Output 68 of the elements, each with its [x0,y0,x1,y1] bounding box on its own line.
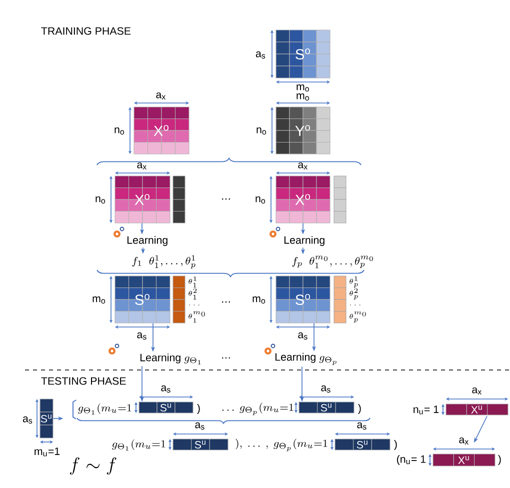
dimension-label: a$_{s}$ [357,422,366,430]
dimension-label: a$_{s}$ [137,332,146,340]
node-label: S$^{u}$ [160,403,171,412]
dimension-label: n$_{o}$ [114,127,124,135]
function-label: $\ldots\ g_{\Theta_p}(m_u{=}1$ [222,402,294,416]
dimension-label: m$_{o}$ [296,93,309,101]
vector-bar: X$^{u}$ [432,454,496,466]
parameter-label: $\theta_1^{m_0}$ [188,311,205,323]
vector-bar: S$^{u}$ [334,438,390,450]
node-label: S$^{o}$ [296,294,310,305]
dimension-label: (n$_{u}$= 1 [397,455,426,465]
matrix: Y$^{o}$ [276,106,330,154]
dimension-label: a$_{x}$ [298,162,308,170]
ellipsis: … [222,357,230,359]
parameter-label: $\ldots$ [189,304,200,306]
dimension-label: m$_{o}$ [252,296,266,304]
parameter-label: $\theta_p^2$ [350,288,358,300]
parameter-label: $\theta_p^1$ [350,276,358,288]
parameter-label: $\ldots$ [350,304,360,306]
dimension-label: a$_{x}$ [459,437,469,445]
parameter-label: $\theta_p^{m_0}$ [350,311,366,323]
function-label: $),\ \ldots\ ,\ g_{\Theta_p}(m_u{=}1$ [236,438,328,452]
dimension-label: a$_{s}$ [256,51,266,59]
learning-label: Learning [127,236,168,246]
dimension-label: n$_{o}$ [256,196,266,204]
ellipsis: … [222,301,230,303]
learning-label: $\textrm{Learning}\ g_{\Theta_1}$ [140,353,201,365]
matrix: S$^{o}$ [276,276,330,324]
section-title: TRAINING PHASE [41,27,131,35]
matrix: X$^{o}$ [114,176,170,224]
vector-bar: S$^{u}$ [40,398,54,438]
dimension-label: a$_{s}$ [195,422,204,430]
learning-label: $\textrm{Learning}\ g_{\Theta_p}$ [275,352,336,366]
function-label: $g_{\Theta_1}(m_u{=}1$ [78,403,132,415]
node-label: Y$^{o}$ [295,125,310,136]
formula-label: $f_1\;\;\theta_1^1,\ldots,\theta_p^1$ [132,255,196,269]
dimension-label: m$_{o}$ [296,84,309,92]
node-label: X$^{u}$ [458,456,469,464]
node-label: X$^{o}$ [134,194,150,205]
vector-bar: S$^{u}$ [138,402,194,414]
dimension-label: n$_{o}$ [96,196,106,204]
dimension-label: a$_{s}$ [298,332,308,340]
vector-bar: S$^{u}$ [298,402,354,414]
parameter-label: $\theta_1^1$ [188,276,196,288]
node-label: S$^{o}$ [135,294,150,305]
node-label: X$^{o}$ [295,194,310,205]
ellipsis: … [222,198,230,200]
function-label: $g_{\Theta_1}(m_u{=}1$ [112,439,166,451]
learning-label: Learning [284,236,324,246]
parenthesis: ) [197,404,200,414]
formula-label: $f_p\;\;\theta_1^{m_0},\ldots,\theta_p^{m_0}$ [292,256,373,268]
matrix: X$^{o}$ [134,106,190,154]
matrix: S$^{o}$ [114,276,170,324]
parameter-label: $\theta_1^2$ [188,288,197,300]
vector-bar: S$^{u}$ [172,438,228,450]
node-label: S$^{u}$ [194,440,206,449]
parenthesis: ) [358,404,361,414]
matrix: X$^{o}$ [276,176,330,224]
dimension-label: a$_{x}$ [137,162,147,170]
function-label: $f\sim f$ [70,457,116,475]
dimension-label: n$_{o}$ [256,127,266,135]
node-label: X$^{o}$ [154,125,168,136]
matrix: S$^{o}$ [276,30,330,78]
node-label: S$^{o}$ [296,48,310,60]
node-label: S$^{u}$ [40,414,52,423]
vector-bar: X$^{u}$ [446,404,508,416]
section-title: TESTING PHASE [41,377,126,385]
dimension-label: m$_{o}$ [92,296,106,304]
